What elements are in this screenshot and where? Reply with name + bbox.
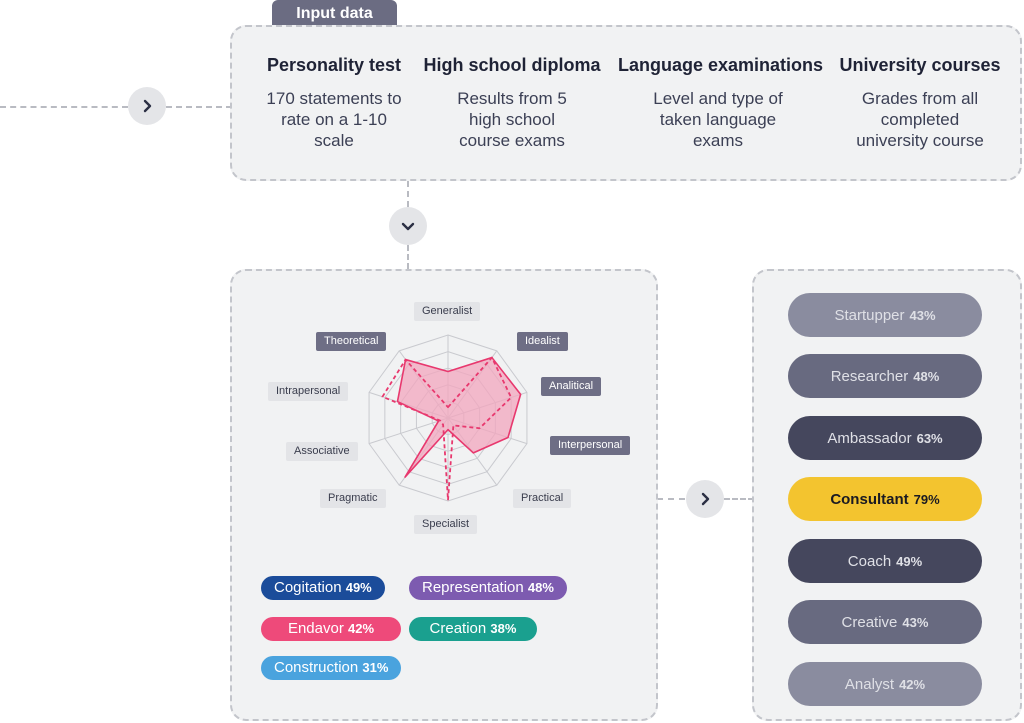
radar-series-secondary — [381, 356, 513, 502]
input-column-personality: Personality test 170 statements to rate … — [234, 55, 434, 151]
factor-pill-cogitation: Cogitation 49% — [261, 576, 385, 600]
axis-label-interpersonal: Interpersonal — [550, 436, 631, 455]
input-data-panel — [230, 25, 1022, 181]
connector-down-bottom — [407, 245, 409, 269]
next-button-roles[interactable] — [686, 480, 724, 518]
input-desc: 170 statements to rate on a 1-10 scale — [266, 89, 402, 150]
expand-button-radar[interactable] — [389, 207, 427, 245]
chevron-right-icon — [701, 492, 710, 506]
input-data-tag: Input data — [272, 0, 397, 28]
axis-label-specialist: Specialist — [414, 515, 478, 534]
input-desc: Level and type of taken language exams — [653, 89, 783, 150]
axis-label-generalist: Generalist — [414, 302, 481, 321]
connector-radar-to-arrow — [657, 498, 685, 500]
factor-name: Cogitation — [274, 579, 342, 596]
factor-value: 42% — [348, 621, 375, 636]
connector-down-top — [407, 181, 409, 207]
axis-label-associative: Associative — [286, 442, 358, 461]
input-column-diploma: High school diploma Results from 5 high … — [412, 55, 612, 151]
role-name: Consultant — [830, 490, 909, 508]
input-column-language: Language examinations Level and type of … — [618, 55, 824, 151]
role-name: Creative — [841, 613, 898, 631]
role-value: 49% — [896, 553, 923, 569]
role-name: Researcher — [830, 367, 909, 385]
role-value: 48% — [913, 368, 940, 384]
factor-name: Endavor — [287, 620, 344, 637]
factor-value: 38% — [490, 621, 517, 636]
role-name: Ambassador — [827, 429, 912, 447]
input-title: University courses — [839, 55, 1001, 75]
radar-panel — [230, 269, 658, 721]
input-desc: Results from 5 high school course exams — [457, 89, 567, 150]
role-name: Coach — [847, 552, 892, 570]
input-title: Language examinations — [618, 55, 824, 75]
input-desc: Grades from all completed university cou… — [856, 89, 984, 150]
input-title: High school diploma — [423, 55, 601, 75]
factor-value: 49% — [345, 580, 372, 595]
chevron-down-icon — [401, 222, 415, 231]
input-title: Personality test — [266, 55, 402, 75]
role-name: Startupper — [834, 306, 905, 324]
role-value: 79% — [913, 491, 940, 507]
factor-pill-creation: Creation 38% — [409, 617, 537, 641]
axis-label-intrapersonal: Intrapersonal — [268, 382, 349, 401]
axis-label-theoretical: Theoretical — [316, 332, 387, 351]
role-value: 43% — [909, 307, 936, 323]
radar-series-primary — [396, 356, 522, 478]
axis-label-pragmatic: Pragmatic — [320, 489, 386, 508]
chevron-right-icon — [143, 99, 152, 113]
role-name: Analyst — [844, 675, 895, 693]
role-value: 63% — [916, 430, 943, 446]
radar-chart — [368, 334, 528, 502]
role-value: 43% — [902, 614, 929, 630]
factor-name: Representation — [422, 579, 524, 596]
factor-name: Construction — [274, 659, 359, 676]
axis-label-practical: Practical — [513, 489, 572, 508]
role-value: 42% — [899, 676, 926, 692]
factor-value: 48% — [527, 580, 554, 595]
radar-grid-spoke — [368, 417, 449, 445]
factor-pill-endavor: Endavor 42% — [261, 617, 401, 641]
connector-arrow-to-roles — [724, 498, 754, 500]
axis-label-idealist: Idealist — [517, 332, 568, 351]
axis-label-analitical: Analitical — [541, 377, 602, 396]
input-column-university: University courses Grades from all compl… — [820, 55, 1020, 151]
factor-pill-construction: Construction 31% — [261, 656, 402, 680]
factor-pill-representation: Representation 48% — [409, 576, 567, 600]
connector-left-to-panel — [166, 106, 232, 108]
connector-left — [0, 106, 128, 108]
factor-value: 31% — [362, 660, 389, 675]
next-button-inputs[interactable] — [128, 87, 166, 125]
factor-name: Creation — [429, 620, 487, 637]
